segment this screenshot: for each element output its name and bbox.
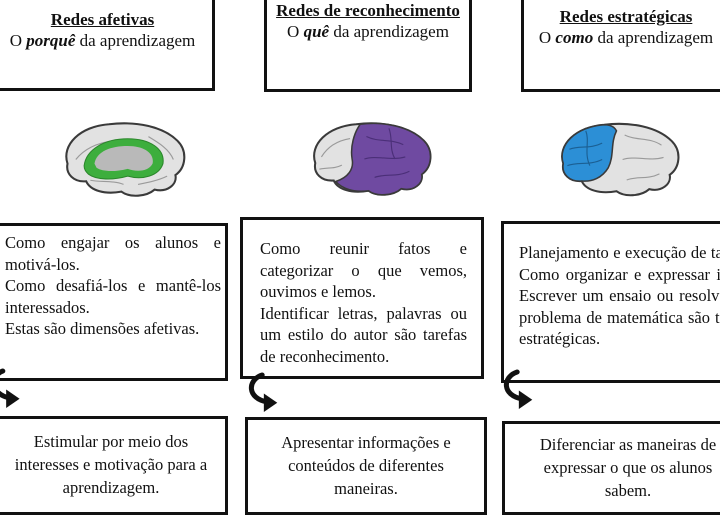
curved-arrow-icon	[503, 369, 533, 409]
affective-description-line: Como desafiá-los e mantê-los interessado…	[5, 276, 221, 317]
affective-header-box: Redes afetivas O porquê da aprendizagem	[0, 0, 215, 91]
recognition-subtitle: O quê da aprendizagem	[287, 22, 449, 41]
affective-title: Redes afetivas	[50, 10, 155, 29]
recognition-action-text: Apresentar informações e conteúdos de di…	[281, 433, 451, 498]
strategic-description-box: Planejamento e execução de tarefas. Como…	[501, 221, 720, 383]
recognition-description-line: Identificar letras, palavras ou um estil…	[260, 303, 467, 366]
brain-limbic-highlight-icon	[65, 122, 186, 197]
curved-arrow-icon	[248, 372, 278, 412]
affective-action-text: Estimular por meio dos interesses e moti…	[14, 432, 208, 497]
affective-description-line: Estas são dimensões afetivas.	[5, 319, 200, 338]
affective-subtitle: O porquê da aprendizagem	[9, 31, 196, 50]
recognition-header-box: Redes de reconhecimento O quê da aprendi…	[264, 0, 472, 92]
recognition-description-line: Como reunir fatos e categorizar o que ve…	[260, 239, 467, 301]
curved-arrow-icon	[0, 368, 20, 408]
strategic-action-box: Diferenciar as maneiras de expressar o q…	[502, 421, 720, 515]
recognition-description-box: Como reunir fatos e categorizar o que ve…	[240, 217, 484, 379]
strategic-description-line: Planejamento e execução de tarefas. Como…	[519, 243, 720, 348]
brain-posterior-highlight-icon	[313, 122, 432, 196]
recognition-title: Redes de reconhecimento	[276, 1, 460, 20]
strategic-subtitle: O como da aprendizagem	[538, 28, 714, 47]
strategic-title: Redes estratégicas	[559, 7, 693, 26]
affective-description-box: Como engajar os alunos e motivá-los. Com…	[0, 223, 228, 381]
recognition-action-box: Apresentar informações e conteúdos de di…	[245, 417, 487, 515]
affective-description-line: Como engajar os alunos e motivá-los.	[5, 233, 221, 274]
brain-frontal-highlight-icon	[561, 122, 680, 197]
strategic-header-box: Redes estratégicas O como da aprendizage…	[521, 0, 720, 92]
strategic-action-text: Diferenciar as maneiras de expressar o q…	[539, 435, 717, 500]
affective-action-box: Estimular por meio dos interesses e moti…	[0, 416, 228, 515]
